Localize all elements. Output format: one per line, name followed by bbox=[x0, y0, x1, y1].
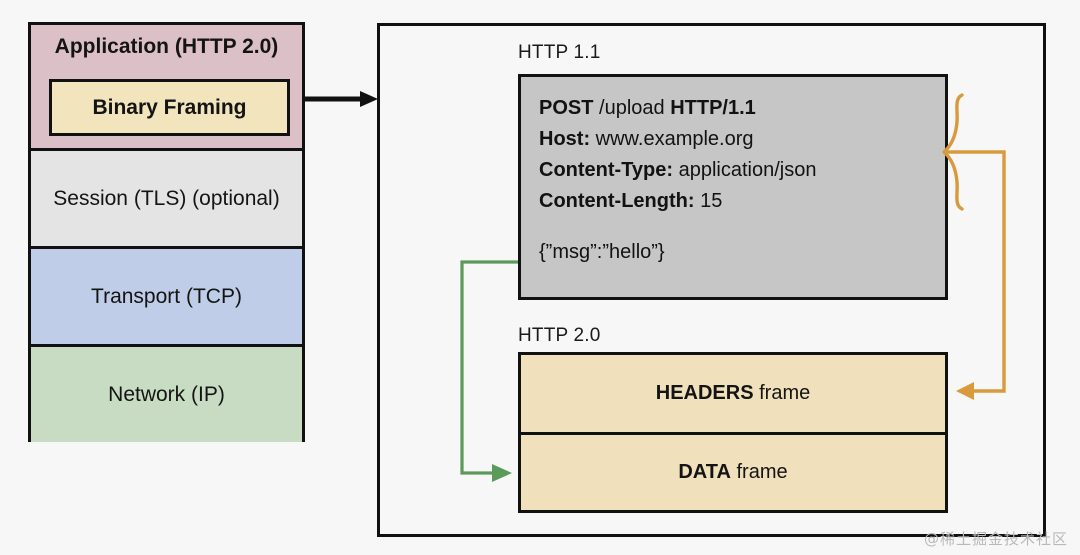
http11-path: /upload bbox=[593, 97, 671, 119]
stack-to-panel-arrow-icon bbox=[302, 91, 378, 107]
http11-message-box: POST /upload HTTP/1.1 Host: www.example.… bbox=[518, 74, 948, 300]
http11-header-content-type-name: Content-Type: bbox=[539, 159, 674, 181]
stack-layer-application: Application (HTTP 2.0) Binary Framing bbox=[31, 25, 302, 151]
http11-version: HTTP/1.1 bbox=[670, 97, 756, 119]
http11-header-host: Host: www.example.org bbox=[539, 124, 945, 155]
http11-header-content-type-value: application/json bbox=[673, 159, 817, 181]
stack-layer-application-label: Application (HTTP 2.0) bbox=[54, 35, 279, 58]
http20-section-label: HTTP 2.0 bbox=[518, 325, 601, 346]
binary-framing-box: Binary Framing bbox=[49, 79, 290, 136]
http11-section-label: HTTP 1.1 bbox=[518, 42, 601, 63]
data-frame: DATA frame bbox=[521, 435, 945, 510]
http11-header-host-value: www.example.org bbox=[590, 128, 754, 150]
http11-blank-line bbox=[539, 217, 945, 237]
http11-header-content-type: Content-Type: application/json bbox=[539, 155, 945, 186]
stack-layer-transport-label: Transport (TCP) bbox=[91, 284, 242, 308]
http11-request-line: POST /upload HTTP/1.1 bbox=[539, 93, 945, 124]
http11-header-content-length-value: 15 bbox=[694, 190, 723, 212]
watermark: @稀土掘金技术社区 bbox=[923, 530, 1068, 548]
headers-frame-label: HEADERS frame bbox=[655, 382, 811, 404]
headers-frame: HEADERS frame bbox=[521, 355, 945, 435]
http11-method: POST bbox=[539, 97, 594, 119]
http20-frames-box: HEADERS frame DATA frame bbox=[518, 352, 948, 513]
http11-body: {”msg”:”hello”} bbox=[539, 241, 665, 263]
stack-layer-session-label: Session (TLS) (optional) bbox=[53, 186, 280, 210]
binary-framing-label: Binary Framing bbox=[92, 95, 247, 119]
stack-layer-network: Network (IP) bbox=[31, 347, 302, 442]
http11-header-content-length-name: Content-Length: bbox=[539, 190, 695, 212]
http11-header-content-length: Content-Length: 15 bbox=[539, 186, 945, 217]
data-frame-label: DATA frame bbox=[678, 461, 788, 483]
stack-layer-network-label: Network (IP) bbox=[108, 382, 225, 406]
stack-layer-transport: Transport (TCP) bbox=[31, 249, 302, 347]
stack-layer-session: Session (TLS) (optional) bbox=[31, 151, 302, 249]
protocol-stack: Application (HTTP 2.0) Binary Framing Se… bbox=[28, 22, 305, 442]
http11-header-host-name: Host: bbox=[539, 128, 591, 150]
